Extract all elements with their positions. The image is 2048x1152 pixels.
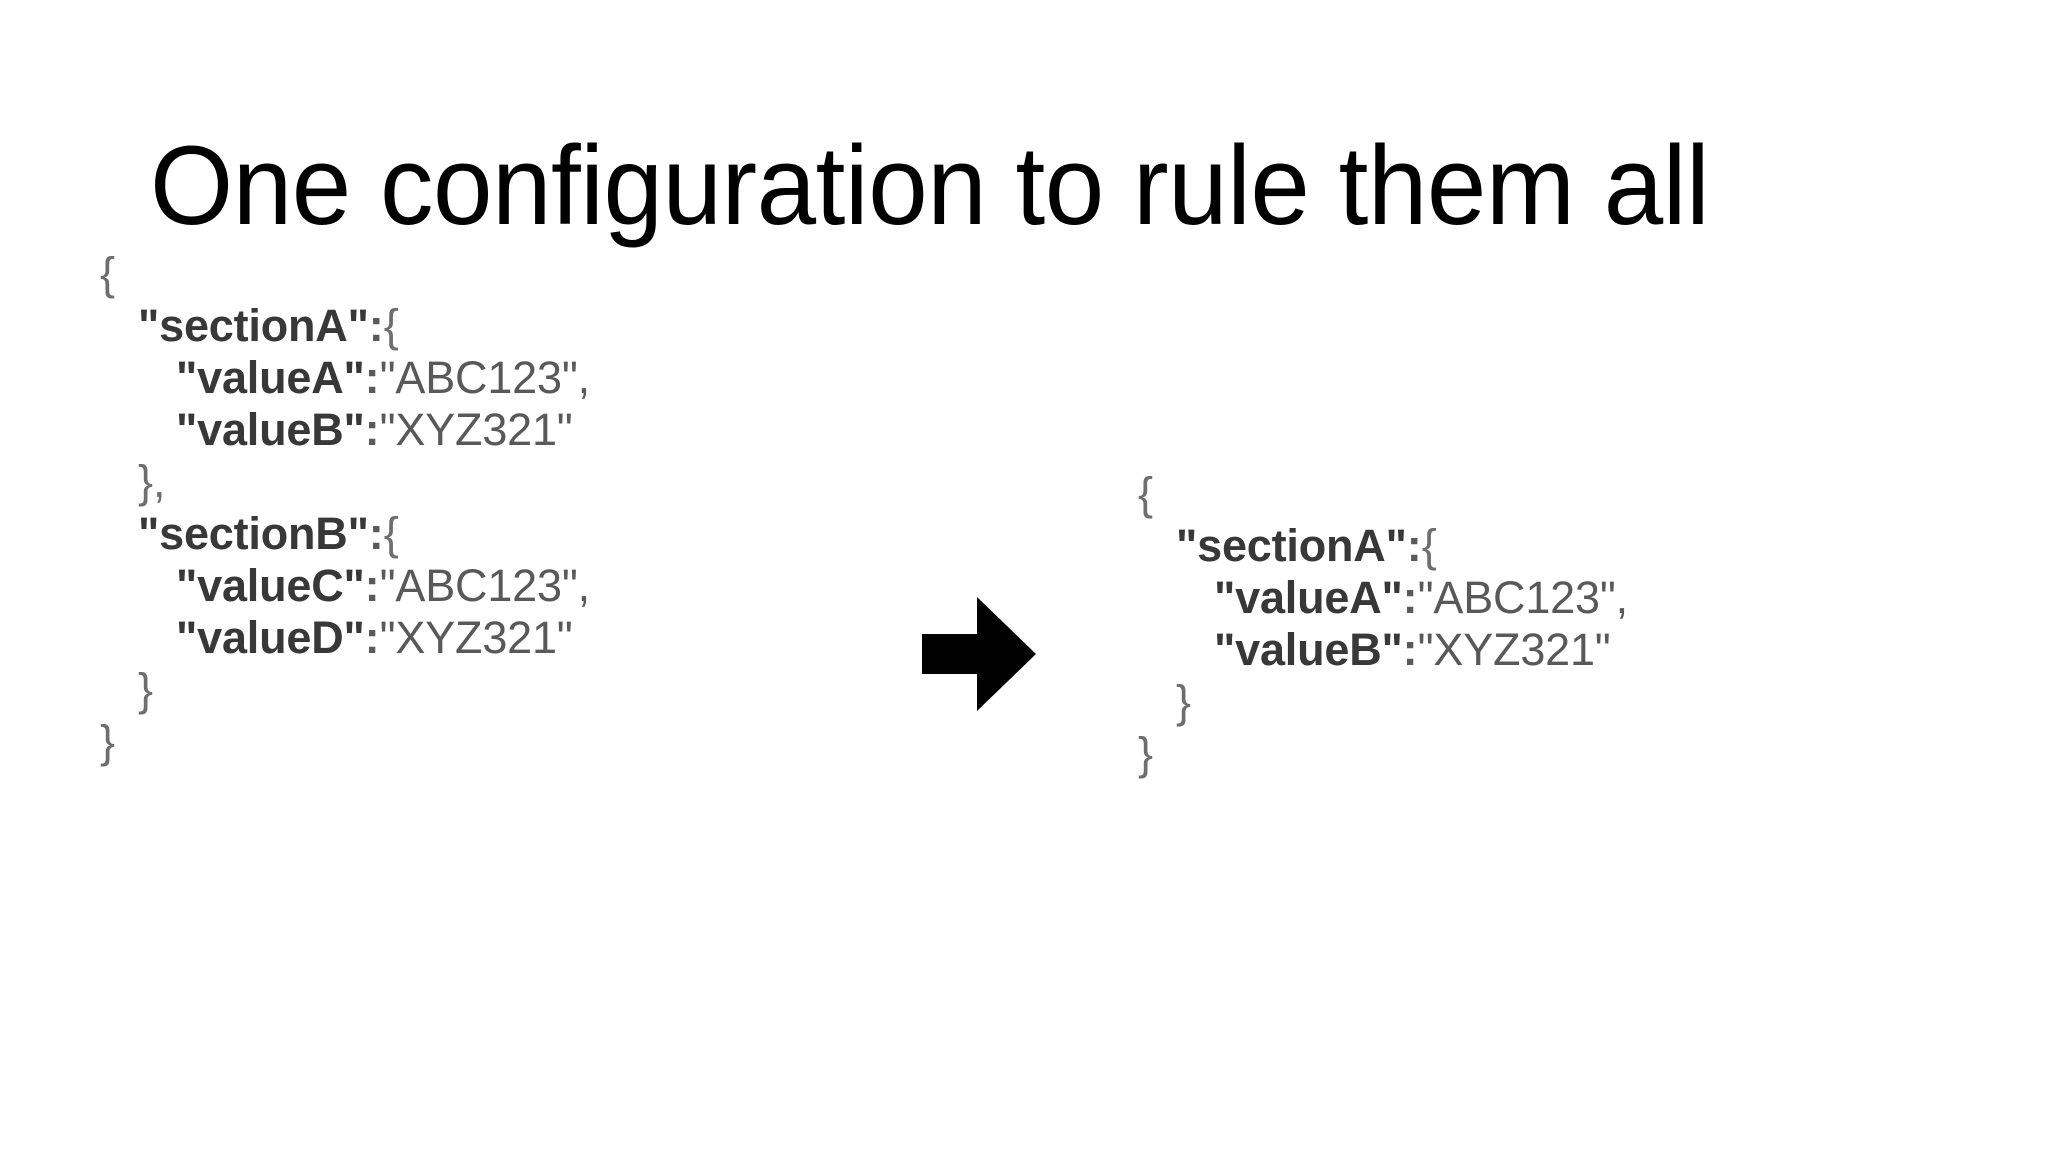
code-line: "valueC":"ABC123", <box>100 560 590 612</box>
code-token-brace: { <box>100 248 116 299</box>
code-token-brace: } <box>138 664 154 715</box>
code-token-brace: { <box>383 300 399 351</box>
code-token-key: "sectionA" <box>138 300 369 351</box>
code-token-brace: { <box>1138 468 1154 519</box>
code-token-key: "valueB" <box>1214 624 1403 675</box>
code-token-key: "valueA" <box>1214 572 1403 623</box>
code-token-key: "valueD" <box>176 612 365 663</box>
code-line: { <box>100 248 590 300</box>
code-token-value: "XYZ321" <box>379 404 573 455</box>
code-line: } <box>100 716 590 768</box>
code-line: }, <box>100 456 590 508</box>
json-after-block: {"sectionA":{"valueA":"ABC123","valueB":… <box>1138 468 1628 780</box>
code-token-value: "ABC123", <box>379 352 590 403</box>
code-token-key: "valueA" <box>176 352 365 403</box>
json-before-block: {"sectionA":{"valueA":"ABC123","valueB":… <box>100 248 590 768</box>
code-token-colon: : <box>368 508 384 559</box>
code-line: } <box>100 664 590 716</box>
code-token-brace: { <box>383 508 399 559</box>
code-token-value: "XYZ321" <box>1417 624 1611 675</box>
page-title: One configuration to rule them all <box>150 123 1710 249</box>
code-line: "valueB":"XYZ321" <box>1138 624 1628 676</box>
code-line: "valueB":"XYZ321" <box>100 404 590 456</box>
code-token-colon: : <box>364 404 380 455</box>
code-line: "sectionA":{ <box>1138 520 1628 572</box>
code-token-colon: : <box>364 612 380 663</box>
code-token-brace: } <box>1138 728 1154 779</box>
code-line: "sectionB":{ <box>100 508 590 560</box>
code-token-brace: } <box>1176 676 1192 727</box>
code-line: } <box>1138 728 1628 780</box>
code-token-colon: : <box>1402 572 1418 623</box>
code-token-colon: : <box>364 560 380 611</box>
code-token-value: "XYZ321" <box>379 612 573 663</box>
code-token-brace: } <box>100 716 116 767</box>
code-token-key: "sectionB" <box>138 508 369 559</box>
code-line: } <box>1138 676 1628 728</box>
arrow-right-icon <box>916 594 1040 714</box>
code-token-key: "valueC" <box>176 560 365 611</box>
arrow-right-shape <box>922 597 1036 711</box>
code-line: "sectionA":{ <box>100 300 590 352</box>
code-token-punct: , <box>153 456 166 507</box>
code-token-brace: } <box>138 456 154 507</box>
code-token-value: "ABC123", <box>379 560 590 611</box>
code-token-value: "ABC123", <box>1417 572 1628 623</box>
code-token-colon: : <box>368 300 384 351</box>
code-token-key: "sectionA" <box>1176 520 1407 571</box>
code-line: "valueA":"ABC123", <box>1138 572 1628 624</box>
code-token-colon: : <box>1406 520 1422 571</box>
code-token-key: "valueB" <box>176 404 365 455</box>
code-line: "valueA":"ABC123", <box>100 352 590 404</box>
code-token-brace: { <box>1421 520 1437 571</box>
code-token-colon: : <box>1402 624 1418 675</box>
code-token-colon: : <box>364 352 380 403</box>
code-line: "valueD":"XYZ321" <box>100 612 590 664</box>
code-line: { <box>1138 468 1628 520</box>
